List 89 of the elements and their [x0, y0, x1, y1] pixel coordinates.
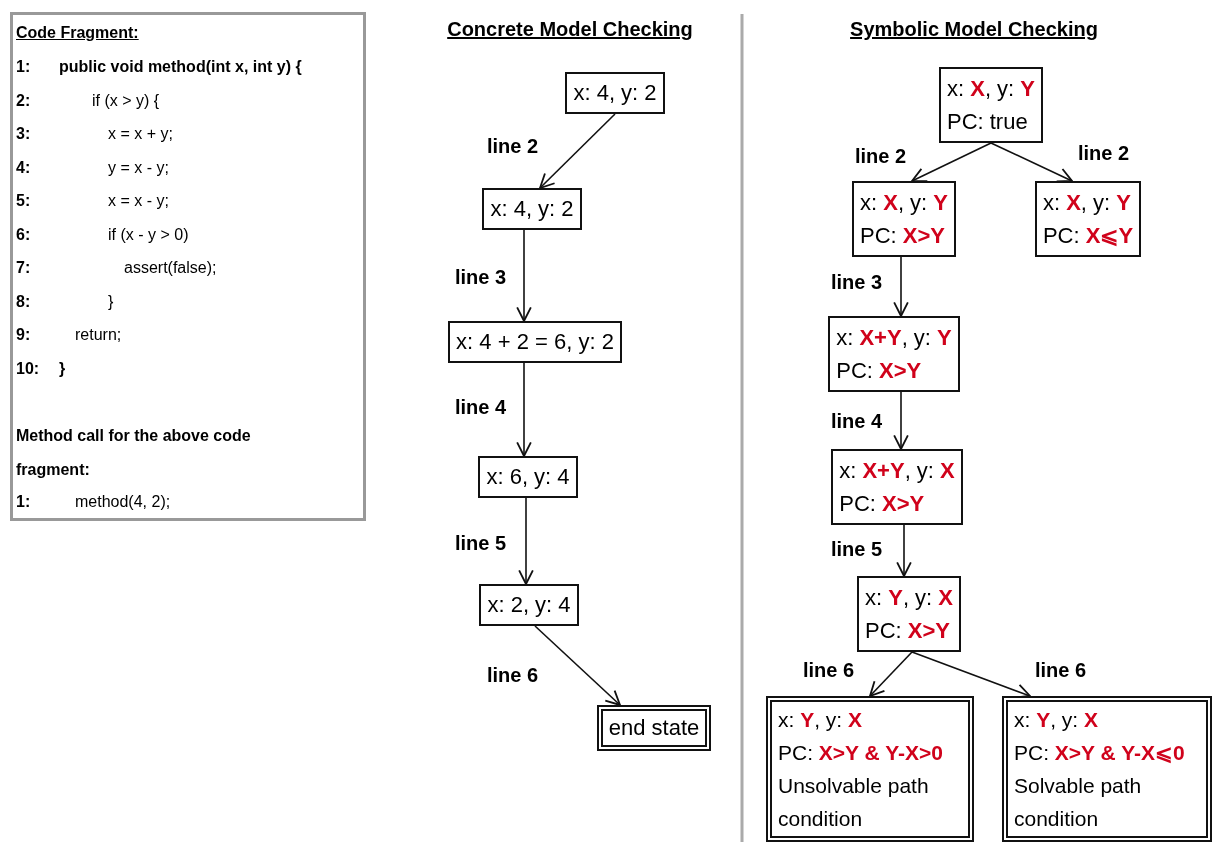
variable-values: x: X+Y, y: Y: [836, 324, 952, 352]
solver-result: Solvable path condition: [1014, 773, 1143, 832]
path-condition: PC: X>Y: [864, 617, 951, 645]
code-line: if (x - y > 0): [108, 224, 189, 245]
path-condition: PC: X>Y: [839, 490, 926, 518]
edge-label: line 6: [1035, 659, 1087, 682]
arrow: [911, 651, 1031, 699]
arrow: [893, 391, 909, 450]
edge-label: line 6: [803, 659, 855, 682]
edge-label: line 6: [487, 664, 539, 687]
code-line: method(4, 2);: [75, 492, 171, 512]
path-condition: PC: X>Y & Y-X>0: [778, 740, 944, 766]
arrow: [534, 625, 621, 706]
edge-label: line 2: [855, 145, 907, 168]
line-number: 4:: [16, 157, 31, 178]
edge-label: line 3: [831, 271, 883, 294]
edge-label: line 4: [831, 410, 883, 433]
final-state-box: [596, 705, 712, 751]
final-state-box: [1002, 696, 1212, 842]
code-panel: [10, 12, 366, 521]
edge-label: line 5: [831, 538, 883, 561]
path-condition: PC: X>Y: [859, 222, 946, 250]
state-box: [938, 67, 1044, 143]
state-values: x: 4, y: 2: [573, 79, 657, 107]
arrow: [869, 651, 913, 697]
code-line: assert(false);: [124, 258, 217, 278]
state-values: x: 4 + 2 = 6, y: 2: [456, 328, 614, 356]
arrow: [911, 142, 992, 183]
final-state-box: [766, 696, 974, 842]
code-line: }: [59, 358, 66, 379]
arrow: [516, 229, 532, 322]
line-number: 3:: [16, 124, 31, 144]
line-number: 10:: [16, 358, 40, 379]
state-box: [1034, 181, 1142, 257]
line-number: 8:: [16, 291, 31, 312]
code-line: public void method(int x, int y) {: [59, 57, 302, 77]
variable-values: x: Y, y: X: [1014, 707, 1100, 733]
code-line: x = x + y;: [108, 124, 173, 144]
line-number: 7:: [16, 258, 31, 278]
line-number: 1:: [16, 492, 31, 512]
edge-label: line 3: [455, 266, 507, 289]
state-values: end state: [608, 714, 700, 742]
edge-label: line 5: [455, 532, 507, 555]
state-box: [565, 72, 665, 114]
state-box: [482, 188, 582, 230]
line-number: 6:: [16, 224, 31, 245]
code-line: y = x - y;: [108, 157, 169, 178]
arrow: [896, 524, 912, 577]
variable-values: x: X, y: Y: [859, 189, 949, 217]
variable-values: x: X, y: Y: [1042, 189, 1132, 217]
state-values: x: 6, y: 4: [486, 463, 570, 491]
code-heading: Code Fragment:: [16, 23, 139, 43]
arrow: [990, 142, 1073, 183]
path-condition: PC: X>Y & Y-X⩽0: [1014, 740, 1186, 766]
variable-values: x: Y, y: X: [864, 584, 954, 612]
state-box: [448, 321, 622, 363]
line-number: 5:: [16, 191, 31, 211]
line-number: 1:: [16, 57, 31, 77]
code-heading: Method call for the above code fragment:: [16, 426, 252, 480]
solver-result: Unsolvable path condition: [778, 773, 930, 832]
state-box: [831, 449, 963, 525]
variable-values: x: Y, y: X: [778, 707, 864, 733]
state-box: [479, 584, 579, 626]
code-line: }: [108, 291, 114, 312]
path-condition: PC: X>Y: [836, 357, 923, 385]
edge-label: line 2: [487, 135, 539, 158]
variable-values: x: X+Y, y: X: [839, 457, 955, 485]
variable-values: x: X, y: Y: [946, 75, 1036, 103]
arrow: [539, 113, 616, 189]
edge-label: line 4: [455, 396, 507, 419]
arrow: [518, 497, 534, 585]
state-box: [851, 181, 957, 257]
code-line: if (x > y) {: [92, 90, 160, 111]
state-values: x: 4, y: 2: [490, 195, 574, 223]
line-number: 9:: [16, 325, 31, 345]
state-box: [856, 576, 962, 652]
section-heading: Symbolic Model Checking: [850, 18, 1098, 41]
edge-label: line 2: [1078, 142, 1130, 165]
code-line: x = x - y;: [108, 191, 169, 211]
arrow: [516, 362, 532, 457]
line-number: 2:: [16, 90, 31, 111]
code-line: return;: [75, 325, 122, 345]
state-values: x: 2, y: 4: [487, 591, 571, 619]
state-box: [478, 456, 578, 498]
state-box: [828, 316, 960, 392]
section-heading: Concrete Model Checking: [447, 18, 693, 41]
path-condition: PC: X⩽Y: [1042, 222, 1134, 250]
path-condition: PC: true: [946, 108, 1029, 136]
arrow: [893, 256, 909, 317]
